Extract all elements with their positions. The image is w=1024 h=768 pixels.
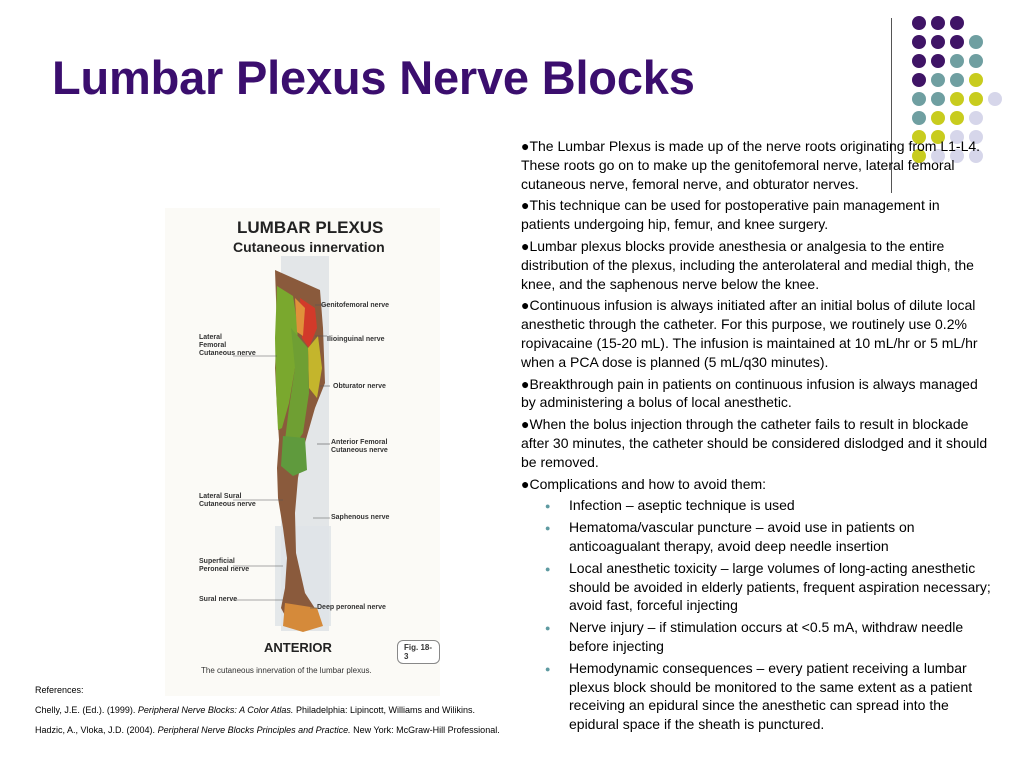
bullet-icon: ●	[521, 138, 530, 154]
references: References: Chelly, J.E. (Ed.). (1999). …	[35, 685, 505, 745]
decorative-dot	[931, 54, 945, 68]
label-ilioinguinal: Ilioinguinal nerve	[327, 336, 385, 343]
decorative-dot	[969, 130, 983, 144]
bullet-icon: ●	[521, 475, 530, 492]
bullet-item: ●This technique can be used for postoper…	[521, 197, 940, 233]
bullet-icon: ●	[521, 297, 530, 314]
figure-subtitle: Cutaneous innervation	[233, 239, 385, 255]
decorative-dot	[969, 92, 983, 106]
decorative-dot	[931, 92, 945, 106]
bullet-item: ●Lumbar plexus blocks provide anesthesia…	[521, 237, 974, 292]
figure-number-badge: Fig. 18-3	[397, 640, 440, 664]
label-obturator: Obturator nerve	[333, 383, 386, 390]
label-genitofemoral: Genitofemoral nerve	[321, 302, 390, 309]
decorative-dot	[950, 16, 964, 30]
decorative-dot	[950, 111, 964, 125]
sub-bullet-icon: ●	[545, 563, 551, 574]
figure-view-label: ANTERIOR	[264, 640, 332, 655]
decorative-dot	[931, 35, 945, 49]
sub-bullet-item: ●Nerve injury – if stimulation occurs at…	[545, 619, 964, 654]
decorative-dot	[912, 73, 926, 87]
label-sural: Sural nerve	[199, 596, 238, 603]
bullet-icon: ●	[521, 197, 530, 214]
decorative-dot	[969, 35, 983, 49]
complications-list: ●Infection – aseptic technique is used ●…	[521, 496, 991, 734]
bullet-content: ●The Lumbar Plexus is made up of the ner…	[521, 137, 991, 737]
sub-bullet-item: ●Hematoma/vascular puncture – avoid use …	[545, 519, 915, 554]
decorative-dot	[950, 73, 964, 87]
sub-bullet-icon: ●	[545, 523, 551, 534]
decorative-dot	[931, 73, 945, 87]
decorative-dot	[912, 16, 926, 30]
bullet-icon: ●	[521, 416, 530, 433]
sub-bullet-icon: ●	[545, 501, 551, 512]
decorative-dot	[931, 16, 945, 30]
sub-bullet-icon: ●	[545, 663, 551, 674]
slide-title: Lumbar Plexus Nerve Blocks	[52, 51, 695, 104]
sub-bullet-item: ●Infection – aseptic technique is used	[521, 496, 991, 515]
bullet-item: ●The Lumbar Plexus is made up of the ner…	[521, 138, 981, 192]
decorative-dot	[912, 130, 926, 144]
label-saphenous: Saphenous nerve	[331, 514, 390, 521]
sub-bullet-icon: ●	[545, 623, 551, 634]
decorative-dot	[950, 130, 964, 144]
decorative-dot	[912, 149, 926, 163]
figure-caption: The cutaneous innervation of the lumbar …	[201, 666, 372, 675]
bullet-icon: ●	[521, 375, 530, 392]
references-heading: References:	[35, 685, 84, 695]
bullet-item: ●Continuous infusion is always initiated…	[521, 297, 978, 370]
reference-item: Hadzic, A., Vloka, J.D. (2004). Peripher…	[35, 725, 500, 735]
decorative-dot	[969, 149, 983, 163]
bullet-item: ●Complications and how to avoid them:	[521, 475, 767, 492]
label-lateral-sural: Lateral Sural Cutaneous nerve	[199, 493, 256, 508]
bullet-item: ●Breakthrough pain in patients on contin…	[521, 375, 978, 411]
label-superficial-peroneal: Superficial Peroneal nerve	[199, 558, 250, 573]
sub-bullet-item: ●Local anesthetic toxicity – large volum…	[545, 559, 991, 614]
decorative-dot-grid	[912, 16, 1002, 163]
label-anterior-femoral: Anterior Femoral Cutaneous nerve	[331, 439, 388, 454]
label-deep-peroneal: Deep peroneal nerve	[317, 604, 386, 611]
sub-bullet-item: ●Hemodynamic consequences – every patien…	[545, 659, 973, 733]
decorative-dot	[969, 54, 983, 68]
label-lateral-femoral: Lateral Femoral Cutaneous nerve	[199, 334, 256, 357]
bullet-icon: ●	[521, 237, 530, 254]
decorative-dot	[988, 92, 1002, 106]
bullet-item: ●When the bolus injection through the ca…	[521, 416, 988, 470]
decorative-dot	[969, 111, 983, 125]
decorative-dot	[912, 92, 926, 106]
reference-item: Chelly, J.E. (Ed.). (1999). Peripheral N…	[35, 705, 476, 715]
decorative-dot	[931, 111, 945, 125]
decorative-dot	[950, 35, 964, 49]
decorative-dot	[931, 130, 945, 144]
decorative-dot	[912, 111, 926, 125]
decorative-dot	[912, 35, 926, 49]
decorative-dot	[931, 149, 945, 163]
decorative-dot	[950, 149, 964, 163]
decorative-vertical-line	[891, 18, 892, 193]
decorative-dot	[912, 54, 926, 68]
decorative-dot	[950, 54, 964, 68]
leg-illustration	[233, 256, 331, 632]
figure-title: LUMBAR PLEXUS	[237, 218, 384, 237]
decorative-dot	[969, 73, 983, 87]
lumbar-plexus-figure: LUMBAR PLEXUS Cutaneous innervation Late…	[165, 208, 440, 696]
decorative-dot	[950, 92, 964, 106]
